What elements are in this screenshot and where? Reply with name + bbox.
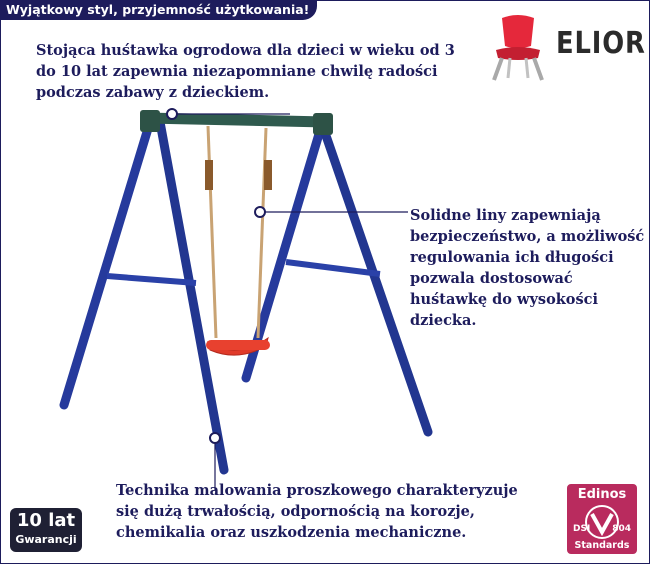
certification-badge: Edinos DSI 804 Standards xyxy=(567,484,637,554)
left-rear-leg xyxy=(59,117,155,410)
brand-name: ELIOR xyxy=(556,26,646,61)
cert-bottom: Standards xyxy=(574,540,630,551)
annotation-dot-paint xyxy=(209,432,221,444)
cert-right: 804 xyxy=(612,524,631,534)
paint-description: Technika malowania proszkowego charakter… xyxy=(116,482,518,541)
chair-logo-icon xyxy=(492,15,544,81)
ropes-description: Solidne liny zapewniają bezpieczeństwo, … xyxy=(410,207,645,329)
warranty-label: Gwarancji xyxy=(15,533,77,546)
right-rear-leg xyxy=(317,119,433,437)
cert-title: Edinos xyxy=(577,487,627,502)
cert-left: DSI xyxy=(573,524,591,534)
left-rope xyxy=(206,125,218,339)
left-front-leg xyxy=(155,117,229,475)
cert-seal-icon xyxy=(585,505,619,539)
header-tag: Wyjątkowy styl, przyjemność użytkowania! xyxy=(0,0,318,20)
right-brace xyxy=(285,259,381,277)
warranty-badge: 10 lat Gwarancji xyxy=(10,508,82,552)
warranty-years: 10 lat xyxy=(16,510,76,531)
top-beam xyxy=(140,112,332,128)
annotation-dot-frame xyxy=(166,108,178,120)
left-brace xyxy=(106,273,197,286)
right-front-leg xyxy=(241,119,327,383)
frame-description: Stojąca huśtawka ogrodowa dla dzieci w w… xyxy=(36,42,455,101)
annotation-dot-ropes xyxy=(254,206,266,218)
